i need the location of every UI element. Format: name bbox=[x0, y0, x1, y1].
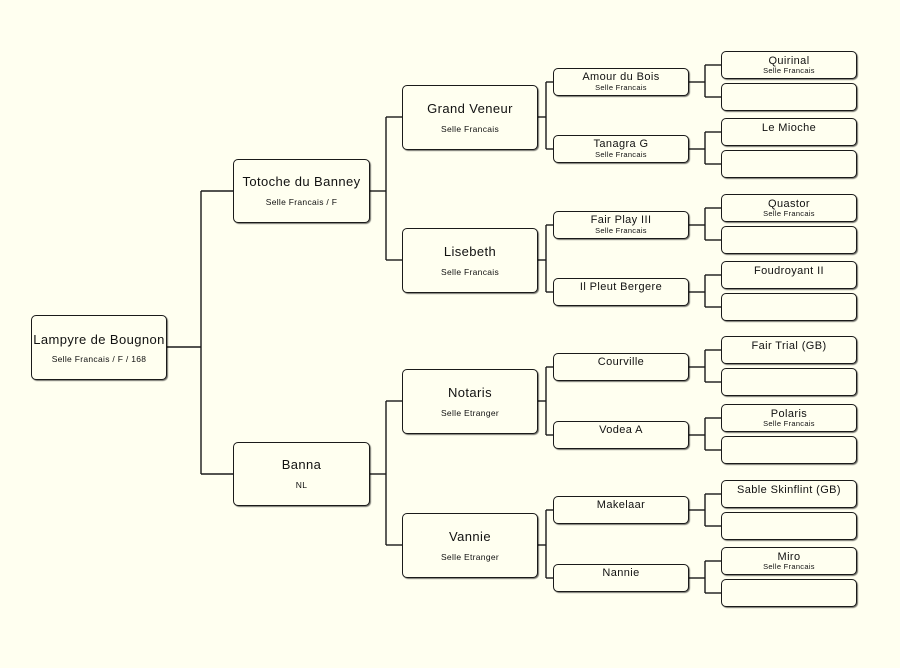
horse-name: Notaris bbox=[448, 385, 492, 400]
horse-gen4[interactable]: Il Pleut Bergere bbox=[553, 278, 689, 306]
horse-subject[interactable]: Lampyre de Bougnon Selle Francais / F / … bbox=[31, 315, 167, 380]
horse-info: Selle Francais / F / 168 bbox=[51, 354, 147, 364]
horse-name: Sable Skinflint (GB) bbox=[737, 484, 841, 496]
horse-info: Selle Francais bbox=[763, 209, 815, 218]
horse-name: Tanagra G bbox=[593, 138, 649, 150]
horse-gen5[interactable] bbox=[721, 293, 857, 321]
horse-info: Selle Francais bbox=[763, 419, 815, 428]
horse-info: Selle Francais bbox=[595, 226, 647, 235]
horse-gen5[interactable] bbox=[721, 512, 857, 540]
horse-gen5[interactable] bbox=[721, 579, 857, 607]
horse-info: Selle Francais bbox=[440, 124, 500, 134]
horse-name: Lisebeth bbox=[443, 244, 497, 259]
horse-gen4[interactable]: Nannie bbox=[553, 564, 689, 592]
horse-gen3[interactable]: Vannie Selle Etranger bbox=[402, 513, 538, 578]
horse-name: Banna bbox=[281, 457, 322, 472]
horse-name: Amour du Bois bbox=[582, 71, 660, 83]
horse-name: Miro bbox=[777, 551, 801, 563]
horse-gen3[interactable]: Lisebeth Selle Francais bbox=[402, 228, 538, 293]
horse-name: Foudroyant II bbox=[753, 265, 824, 277]
horse-info: Selle Etranger bbox=[440, 408, 500, 418]
horse-info: Selle Francais bbox=[763, 562, 815, 571]
horse-info: Selle Francais bbox=[595, 150, 647, 159]
horse-gen5[interactable]: Sable Skinflint (GB) bbox=[721, 480, 857, 508]
horse-name: Grand Veneur bbox=[427, 101, 513, 116]
horse-name: Il Pleut Bergere bbox=[579, 281, 663, 293]
horse-dam[interactable]: Banna NL bbox=[233, 442, 370, 506]
horse-name: Vannie bbox=[449, 529, 491, 544]
horse-gen3[interactable]: Notaris Selle Etranger bbox=[402, 369, 538, 434]
horse-name: Fair Trial (GB) bbox=[751, 340, 827, 352]
horse-info: Selle Etranger bbox=[440, 552, 500, 562]
horse-gen5[interactable]: Quirinal Selle Francais bbox=[721, 51, 857, 79]
horse-gen5[interactable]: Le Mioche bbox=[721, 118, 857, 146]
horse-gen5[interactable]: Miro Selle Francais bbox=[721, 547, 857, 575]
horse-info: Selle Francais bbox=[763, 66, 815, 75]
horse-name: Totoche du Banney bbox=[242, 174, 361, 189]
horse-gen4[interactable]: Amour du Bois Selle Francais bbox=[553, 68, 689, 96]
horse-info: Selle Francais bbox=[595, 83, 647, 92]
horse-gen4[interactable]: Courville bbox=[553, 353, 689, 381]
horse-name: Quirinal bbox=[768, 55, 810, 67]
horse-name: Quastor bbox=[768, 198, 810, 210]
horse-gen5[interactable] bbox=[721, 436, 857, 464]
horse-info: Selle Francais / F bbox=[265, 197, 338, 207]
horse-info: Selle Francais bbox=[440, 267, 500, 277]
horse-gen5[interactable] bbox=[721, 83, 857, 111]
horse-name: Makelaar bbox=[596, 499, 646, 511]
horse-gen5[interactable]: Fair Trial (GB) bbox=[721, 336, 857, 364]
horse-sire[interactable]: Totoche du Banney Selle Francais / F bbox=[233, 159, 370, 223]
horse-gen5[interactable] bbox=[721, 368, 857, 396]
horse-gen3[interactable]: Grand Veneur Selle Francais bbox=[402, 85, 538, 150]
horse-gen4[interactable]: Makelaar bbox=[553, 496, 689, 524]
horse-gen4[interactable]: Vodea A bbox=[553, 421, 689, 449]
horse-name: Le Mioche bbox=[761, 122, 817, 134]
horse-gen4[interactable]: Tanagra G Selle Francais bbox=[553, 135, 689, 163]
horse-name: Courville bbox=[597, 356, 645, 368]
horse-name: Polaris bbox=[770, 408, 808, 420]
horse-name: Vodea A bbox=[599, 424, 643, 436]
horse-gen5[interactable]: Foudroyant II bbox=[721, 261, 857, 289]
horse-gen5[interactable]: Quastor Selle Francais bbox=[721, 194, 857, 222]
horse-name: Nannie bbox=[602, 567, 640, 579]
horse-gen4[interactable]: Fair Play III Selle Francais bbox=[553, 211, 689, 239]
horse-gen5[interactable] bbox=[721, 150, 857, 178]
horse-name: Lampyre de Bougnon bbox=[33, 332, 165, 347]
horse-gen5[interactable]: Polaris Selle Francais bbox=[721, 404, 857, 432]
horse-info: NL bbox=[295, 480, 308, 490]
horse-gen5[interactable] bbox=[721, 226, 857, 254]
horse-name: Fair Play III bbox=[590, 214, 652, 226]
